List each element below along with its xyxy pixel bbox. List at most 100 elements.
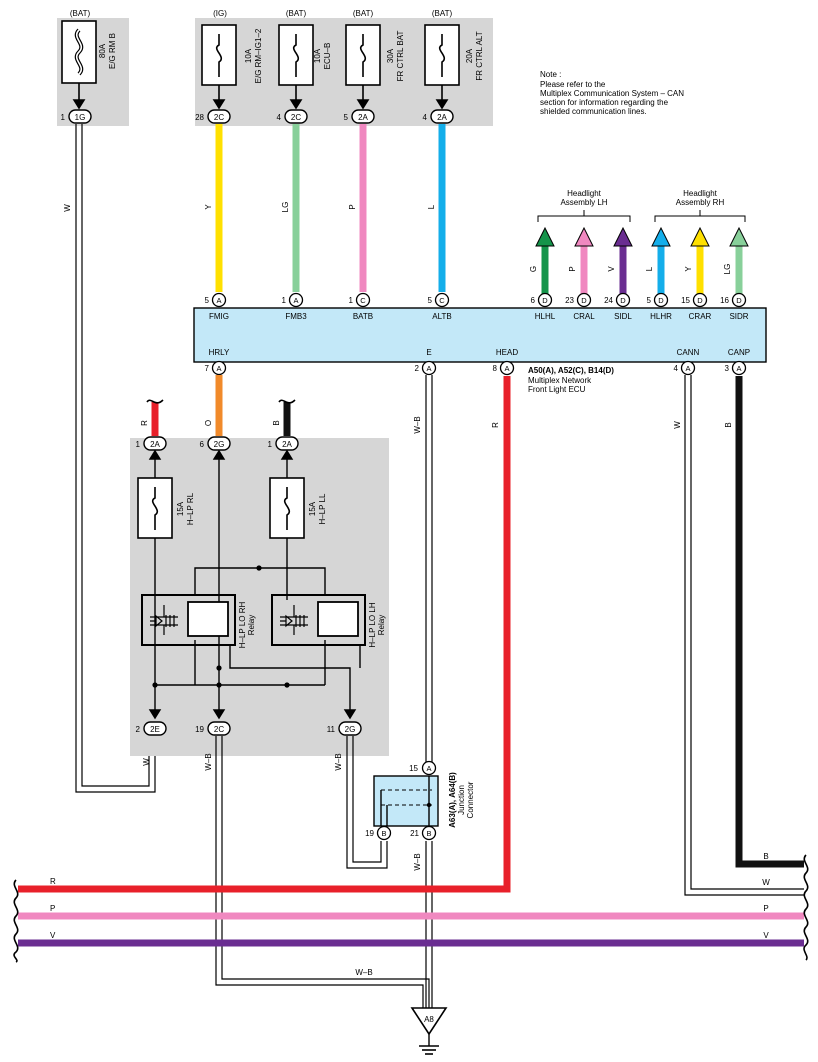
svg-text:3: 3 <box>725 364 730 373</box>
wire-label: G <box>529 266 538 272</box>
ecu-bottom-pins: A 7 A 2 A 8 A 4 A 3 <box>205 360 747 376</box>
svg-text:15: 15 <box>409 764 418 773</box>
svg-text:11: 11 <box>327 725 336 734</box>
relay-label: Relay <box>377 615 386 635</box>
wire-label: O <box>204 420 213 426</box>
fuse-name: FR CTRL ALT <box>475 31 484 80</box>
relay-box <box>130 438 389 756</box>
fuse-amp: 15A <box>176 501 185 516</box>
bus-label-p: P <box>50 904 55 913</box>
svg-text:Note :: Note : <box>540 70 561 79</box>
svg-text:A8: A8 <box>424 1015 434 1024</box>
junction-codes: A63(A), A64(B) <box>448 772 457 828</box>
wire-label: W–B <box>413 416 422 433</box>
svg-text:Please refer to the: Please refer to the <box>540 80 606 89</box>
svg-text:6: 6 <box>200 440 205 449</box>
power-label: (BAT) <box>353 9 374 18</box>
fuse-amp: 80A <box>98 43 107 58</box>
svg-text:2E: 2E <box>150 725 160 734</box>
svg-text:1: 1 <box>268 440 273 449</box>
svg-text:1G: 1G <box>75 113 86 122</box>
fuse-name: ECU–B <box>323 43 332 70</box>
svg-text:FMIG: FMIG <box>209 312 229 321</box>
connector-2a-5: 2A 5 <box>344 109 375 124</box>
svg-text:1: 1 <box>282 296 287 305</box>
svg-text:A: A <box>216 296 221 305</box>
fuse-h-lp-rl <box>137 477 173 539</box>
wire-label: B <box>272 420 281 425</box>
headlight-wire-y <box>690 226 710 294</box>
svg-text:19: 19 <box>195 725 204 734</box>
fuse-amp: 20A <box>465 48 474 63</box>
relay-h-lp-lo-rh <box>141 594 236 646</box>
svg-text:2A: 2A <box>150 440 160 449</box>
bus-label-v-right: V <box>763 931 769 940</box>
fuse-amp: 30A <box>386 48 395 63</box>
svg-text:19: 19 <box>365 829 374 838</box>
svg-text:Multiplex Communication System: Multiplex Communication System – CAN <box>540 89 684 98</box>
wire-b-canp <box>735 376 804 868</box>
wire-w-1g-to-2e <box>75 124 156 793</box>
svg-text:23: 23 <box>565 296 574 305</box>
svg-text:CANN: CANN <box>677 348 700 357</box>
relay-label: H–LP LO RH <box>238 602 247 649</box>
ground-a8: A8 <box>410 1007 448 1055</box>
headlight-wire-g <box>535 226 555 294</box>
headlight-rh-brace <box>654 210 746 222</box>
svg-text:2G: 2G <box>345 725 356 734</box>
headlight-wire-p <box>574 226 594 294</box>
fuse-amp: 15A <box>308 501 317 516</box>
svg-text:A: A <box>736 364 741 373</box>
svg-text:HLHR: HLHR <box>650 312 672 321</box>
wire-label: R <box>491 422 500 428</box>
fuse-name: E/G RM B <box>108 33 117 69</box>
svg-text:D: D <box>736 296 742 305</box>
fuse-name: H–LP RL <box>186 492 195 525</box>
svg-text:2C: 2C <box>214 725 224 734</box>
fuse-amp: 10A <box>244 48 253 63</box>
svg-text:section for information regard: section for information regarding the <box>540 98 669 107</box>
svg-text:BATB: BATB <box>353 312 373 321</box>
svg-text:D: D <box>542 296 548 305</box>
svg-text:2: 2 <box>136 725 141 734</box>
svg-text:A: A <box>293 296 298 305</box>
relay-label: Relay <box>247 615 256 635</box>
wire-label: V <box>607 266 616 272</box>
headlight-lh-brace <box>537 210 631 222</box>
wire-label: B <box>724 422 733 427</box>
svg-text:2C: 2C <box>214 113 224 122</box>
wire-label: L <box>427 204 436 209</box>
svg-text:5: 5 <box>344 113 349 122</box>
ecu-top-pins: A 5 A 1 C 1 C 5 D 6 D 23 D 24 D 5 D 15 D… <box>205 292 747 308</box>
power-label: (IG) <box>213 9 227 18</box>
svg-text:A: A <box>426 364 431 373</box>
connector-2c-4: 2C 4 <box>277 109 308 124</box>
svg-text:CANP: CANP <box>728 348 750 357</box>
bus-label-p-right: P <box>763 904 768 913</box>
fuse-name: FR CTRL BAT <box>396 31 405 82</box>
wire-label: W–B <box>334 753 343 770</box>
note: Note : Please refer to the Multiplex Com… <box>540 70 684 116</box>
svg-text:SIDL: SIDL <box>614 312 632 321</box>
wire-wb-2c-ground <box>215 736 430 1010</box>
svg-text:2A: 2A <box>282 440 292 449</box>
svg-text:1: 1 <box>136 440 141 449</box>
svg-text:D: D <box>658 296 664 305</box>
fuse-10a-rm-ig <box>201 24 237 86</box>
svg-text:CRAR: CRAR <box>689 312 712 321</box>
svg-text:SIDR: SIDR <box>729 312 748 321</box>
power-label: (BAT) <box>70 9 91 18</box>
svg-text:A: A <box>426 764 431 773</box>
connector-2c-28: 2C 28 <box>195 109 231 124</box>
bus-label-r: R <box>50 877 56 886</box>
svg-text:2C: 2C <box>291 113 301 122</box>
wire-label: W–B <box>413 853 422 870</box>
headlight-wire-l <box>651 226 671 294</box>
svg-text:A: A <box>685 364 690 373</box>
svg-text:28: 28 <box>195 113 204 122</box>
junction-name-line2: Connector <box>466 781 475 818</box>
connector-1g: 1G 1 <box>61 109 92 124</box>
headlight-lh-title: Headlight <box>567 189 602 198</box>
ecu-codes: A50(A), A52(C), B14(D) <box>528 366 614 375</box>
